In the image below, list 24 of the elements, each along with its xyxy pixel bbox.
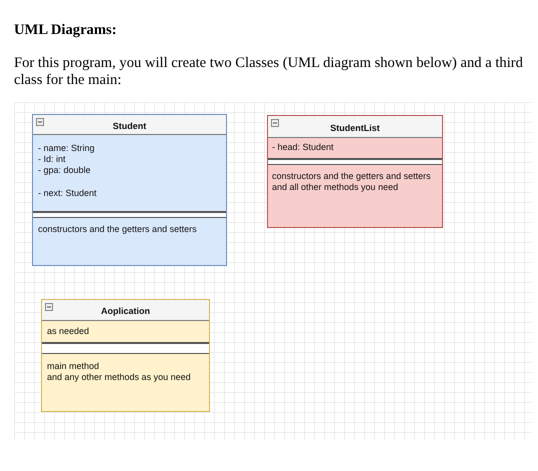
method-text: main method xyxy=(47,361,100,372)
heading: UML Diagrams: xyxy=(14,22,117,39)
class-name: Student xyxy=(112,120,146,130)
method-section xyxy=(42,354,209,411)
attribute-section xyxy=(268,138,442,158)
attribute-section xyxy=(42,321,209,342)
class-name: Aoplication xyxy=(101,306,150,316)
attribute-text: - Id: int xyxy=(38,154,67,165)
method-text: constructors and the getters and setters xyxy=(38,224,198,235)
method-section xyxy=(268,165,442,227)
class-box xyxy=(41,299,210,412)
attribute-section xyxy=(33,135,226,211)
attribute-text: - head: Student xyxy=(272,142,335,153)
attribute-text: - name: String xyxy=(38,143,96,154)
class-box xyxy=(32,114,227,266)
attribute-text: - next: Student xyxy=(38,188,98,199)
method-text: and any other methods as you need xyxy=(47,372,192,383)
attribute-text: as needed xyxy=(47,326,90,337)
attribute-text: - gpa: double xyxy=(38,165,92,176)
instruction-text: For this program, you will create two Classes (UML diagram shown below) and a third class for the main: xyxy=(14,55,524,89)
class-name: StudentList xyxy=(330,122,380,132)
class-box xyxy=(267,115,443,228)
method-section xyxy=(33,218,226,265)
method-text: constructors and the getters and setters and all other methods you need xyxy=(272,171,432,193)
